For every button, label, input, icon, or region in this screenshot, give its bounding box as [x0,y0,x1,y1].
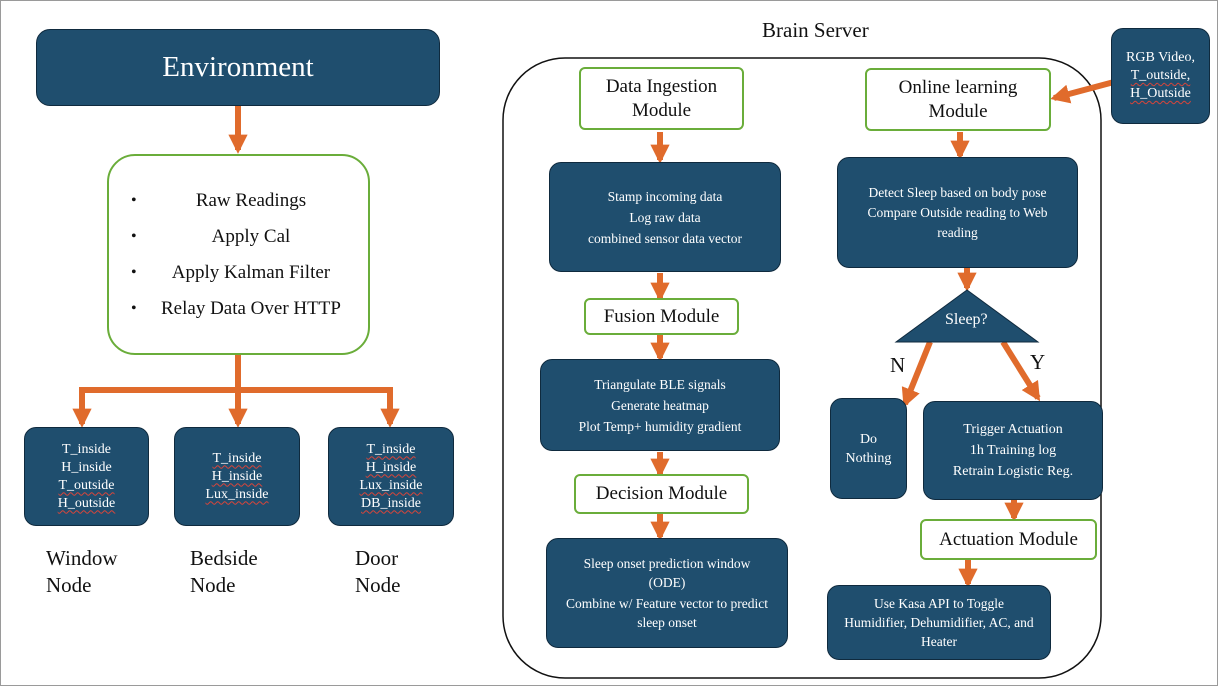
reading: T_inside [366,441,416,457]
decision-steps-box: Sleep onset prediction window (ODE) Comb… [546,538,788,648]
processing-steps: •Raw Readings •Apply Cal •Apply Kalman F… [109,183,341,327]
ingestion-steps-box: Stamp incoming data Log raw data combine… [549,162,781,272]
online-learning-module: Online learning Module [865,68,1051,131]
yes-branch-label: Y [1030,350,1046,374]
bedside-node-label: Bedside Node [190,546,258,597]
brain-server-container [502,57,1102,679]
reading: Lux_inside [205,486,269,502]
environment-box: Environment [36,29,440,106]
reading: H_inside [61,459,112,475]
window-node-box: T_inside H_inside T_outside H_outside [24,427,149,526]
processing-box: •Raw Readings •Apply Cal •Apply Kalman F… [107,154,370,355]
reading: Lux_inside [359,477,423,493]
reading: T_inside [62,441,111,457]
step-apply-kalman: •Apply Kalman Filter [131,261,331,283]
brain-server-title: Brain Server [762,18,869,42]
detect-steps-box: Detect Sleep based on body pose Compare … [837,157,1078,268]
door-node-label: Door Node [355,546,401,597]
door-node-box: T_inside H_inside Lux_inside DB_inside [328,427,454,526]
trigger-actuation-box: Trigger Actuation 1h Training log Retrai… [923,401,1103,500]
arrow-sleep-no [901,340,933,408]
step-raw-readings: •Raw Readings [131,189,307,211]
window-node-label: Window Node [46,546,118,597]
arrow-sleep-yes [1000,340,1041,402]
data-ingestion-module: Data Ingestion Module [579,67,744,130]
sleep-decision-label: Sleep? [945,311,988,328]
actuation-module: Actuation Module [920,519,1097,560]
step-relay-http: •Relay Data Over HTTP [131,297,341,319]
do-nothing-box: Do Nothing [830,398,907,499]
decision-module: Decision Module [574,474,749,514]
environment-title: Environment [162,51,314,83]
reading: T_inside [212,450,262,466]
no-branch-label: N [890,353,906,377]
reading: H_inside [211,468,263,484]
reading: H_inside [365,459,417,475]
fusion-steps-box: Triangulate BLE signals Generate heatmap… [540,359,780,451]
reading: T_outside [58,477,115,493]
step-apply-cal: •Apply Cal [131,225,291,247]
bedside-node-box: T_inside H_inside Lux_inside [174,427,300,526]
kasa-api-box: Use Kasa API to Toggle Humidifier, Dehum… [827,585,1051,660]
arrow-input-to-online [1050,79,1115,104]
reading: H_outside [57,495,116,511]
video-input-box: RGB Video, T_outside, H_Outside [1111,28,1210,124]
fusion-module: Fusion Module [584,298,739,335]
reading: DB_inside [361,495,421,511]
sleep-decision-triangle [894,289,1040,343]
